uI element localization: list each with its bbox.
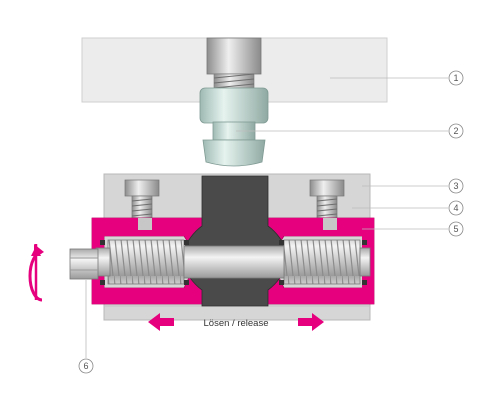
svg-text:5: 5 bbox=[453, 224, 458, 234]
svg-text:4: 4 bbox=[453, 203, 458, 213]
actuating-spindle bbox=[95, 239, 371, 285]
svg-text:2: 2 bbox=[453, 126, 458, 136]
callout-6: 6 bbox=[78, 358, 94, 374]
seal-marks bbox=[100, 240, 367, 285]
hex-drive-end bbox=[69, 248, 99, 280]
arrow-right-icon bbox=[298, 313, 324, 331]
svg-text:1: 1 bbox=[453, 73, 458, 83]
arrow-left-icon bbox=[148, 313, 174, 331]
plate-screw bbox=[206, 37, 262, 89]
callout-4: 4 bbox=[448, 200, 464, 216]
callout-lines bbox=[85, 77, 448, 358]
clamping-stud bbox=[199, 87, 269, 167]
rotate-icon bbox=[28, 244, 44, 302]
callout-3: 3 bbox=[448, 178, 464, 194]
right-mount-bolt bbox=[309, 179, 345, 219]
svg-text:3: 3 bbox=[453, 181, 458, 191]
callout-5: 5 bbox=[448, 221, 464, 237]
callout-1: 1 bbox=[448, 70, 464, 86]
release-caption: Lösen / release bbox=[204, 318, 269, 329]
callout-2: 2 bbox=[448, 123, 464, 139]
svg-text:6: 6 bbox=[83, 361, 88, 371]
